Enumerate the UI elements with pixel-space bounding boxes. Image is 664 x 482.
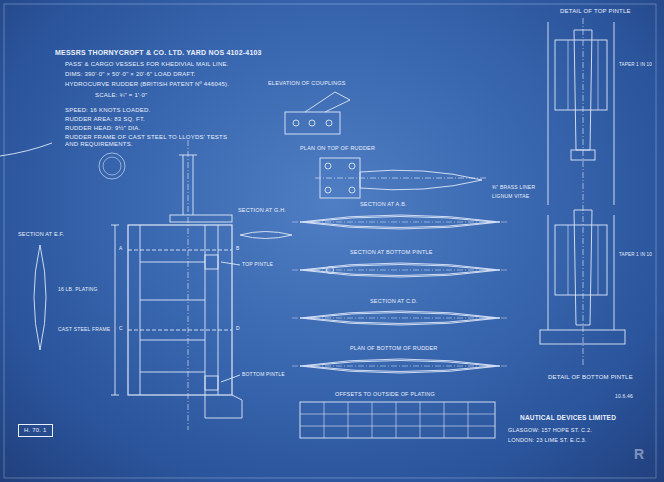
view-title: PLAN OF BOTTOM OF RUDDER: [350, 345, 438, 351]
stern-post: [548, 22, 614, 205]
stern-post: [548, 215, 614, 330]
centre-line: [292, 222, 508, 366]
maker-address: GLASGOW: 157 HOPE ST. C.2.: [508, 427, 592, 433]
view-title: PLAN ON TOP OF RUDDER: [300, 145, 375, 151]
coupling-flange: [170, 215, 232, 222]
stern-curve: [0, 143, 52, 156]
pintle-nut: [571, 150, 595, 160]
view-title: SECTION AT BOTTOM PINTLE: [350, 249, 433, 255]
part-label: 16 LB. PLATING: [58, 287, 98, 293]
bolt: [309, 120, 315, 126]
bolt: [293, 120, 299, 126]
rudder-ribs: [140, 262, 205, 372]
watermark: R: [634, 446, 644, 462]
section-line: [128, 250, 232, 330]
coupling-arm: [305, 92, 350, 112]
stamp: [99, 153, 125, 179]
centre-line: [188, 140, 189, 430]
stamp: [103, 157, 121, 175]
title-line: PASS' & CARGO VESSELS FOR KHEDIVIAL MAIL…: [65, 61, 229, 68]
part-label: LIGNUM VITAE: [492, 194, 529, 200]
part-label: TOP PINTLE: [242, 262, 273, 268]
bolt: [326, 120, 332, 126]
sheet-border: [4, 4, 656, 478]
spec-note: RUDDER AREA: 83 SQ. FT.: [65, 116, 145, 123]
part-label: CAST STEEL FRAME: [58, 327, 110, 333]
centre-line: [583, 18, 584, 365]
bolt: [325, 163, 331, 169]
rudder-heel: [205, 395, 242, 418]
title-line: HYDROCURVE RUDDER (BRITISH PATENT Nº 446…: [65, 81, 229, 88]
section-mark: D: [236, 326, 240, 332]
section-mark: B: [236, 246, 240, 252]
sheet-number-box: H. 70. 1: [18, 424, 53, 437]
pintle: [574, 210, 592, 325]
part-label: BOTTOM PINTLE: [242, 372, 285, 378]
pintle: [574, 30, 592, 150]
pintle-boss: [205, 255, 218, 269]
date: 10.6.46: [615, 394, 633, 400]
rudder-body: [128, 225, 232, 395]
section-ef: [34, 245, 46, 350]
part-label: ⅜" BRASS LINER: [492, 185, 535, 191]
pintle-base: [540, 330, 625, 344]
bolt: [325, 187, 331, 193]
view-title: OFFSETS TO OUTSIDE OF PLATING: [335, 391, 435, 397]
line-work: [0, 4, 656, 478]
section-mark: C: [119, 326, 123, 332]
offsets-table: [300, 402, 495, 438]
spec-note: SPEED: 16 KNOTS LOADED.: [65, 107, 150, 114]
view-title: DETAIL OF TOP PINTLE: [560, 8, 631, 15]
view-title: ELEVATION OF COUPLINGS: [268, 80, 346, 86]
maker-name: NAUTICAL DEVICES LIMITED: [520, 414, 616, 421]
plan-top: [360, 170, 482, 190]
dimension-line: [111, 225, 119, 395]
spec-note: RUDDER HEAD: 9½" DIA.: [65, 125, 140, 132]
liner: [568, 40, 598, 110]
leader-line: [221, 262, 240, 382]
pintle-boss: [205, 376, 218, 390]
drawing-title: MESSRS THORNYCROFT & CO. LTD. YARD NOS 4…: [55, 49, 262, 57]
centre-line: [315, 178, 486, 179]
gudgeon: [555, 40, 607, 110]
view-title: SECTION AT G.H.: [238, 207, 286, 213]
liner: [568, 225, 598, 295]
taper-note: TAPER 1 IN 10: [619, 252, 652, 257]
sheet-number: H. 70. 1: [24, 427, 47, 434]
maker-address: LONDON: 23 LIME ST. E.C.3.: [508, 437, 587, 443]
rudder-frame: [140, 225, 218, 395]
taper-note: TAPER 1 IN 10: [619, 62, 652, 67]
view-title: DETAIL OF BOTTOM PINTLE: [548, 374, 633, 381]
section-mark: A: [119, 246, 123, 252]
coupling-elevation: [285, 112, 340, 134]
title-line: DIMS: 390'·0" × 50'·0" × 20'·6" LOAD DRA…: [65, 71, 195, 78]
gudgeon: [555, 225, 607, 295]
bolt: [349, 163, 355, 169]
spec-note: RUDDER FRAME OF CAST STEEL TO LLOYDS' TE…: [65, 134, 240, 148]
offsets-grid: [300, 402, 495, 438]
section-gh: [240, 232, 292, 239]
scale-note: SCALE: ¾" = 1'·0": [95, 92, 147, 99]
view-title: SECTION AT A.B.: [360, 201, 407, 207]
view-title: SECTION AT E.F.: [18, 231, 64, 237]
bolt: [349, 187, 355, 193]
view-title: SECTION AT C.D.: [370, 298, 418, 304]
